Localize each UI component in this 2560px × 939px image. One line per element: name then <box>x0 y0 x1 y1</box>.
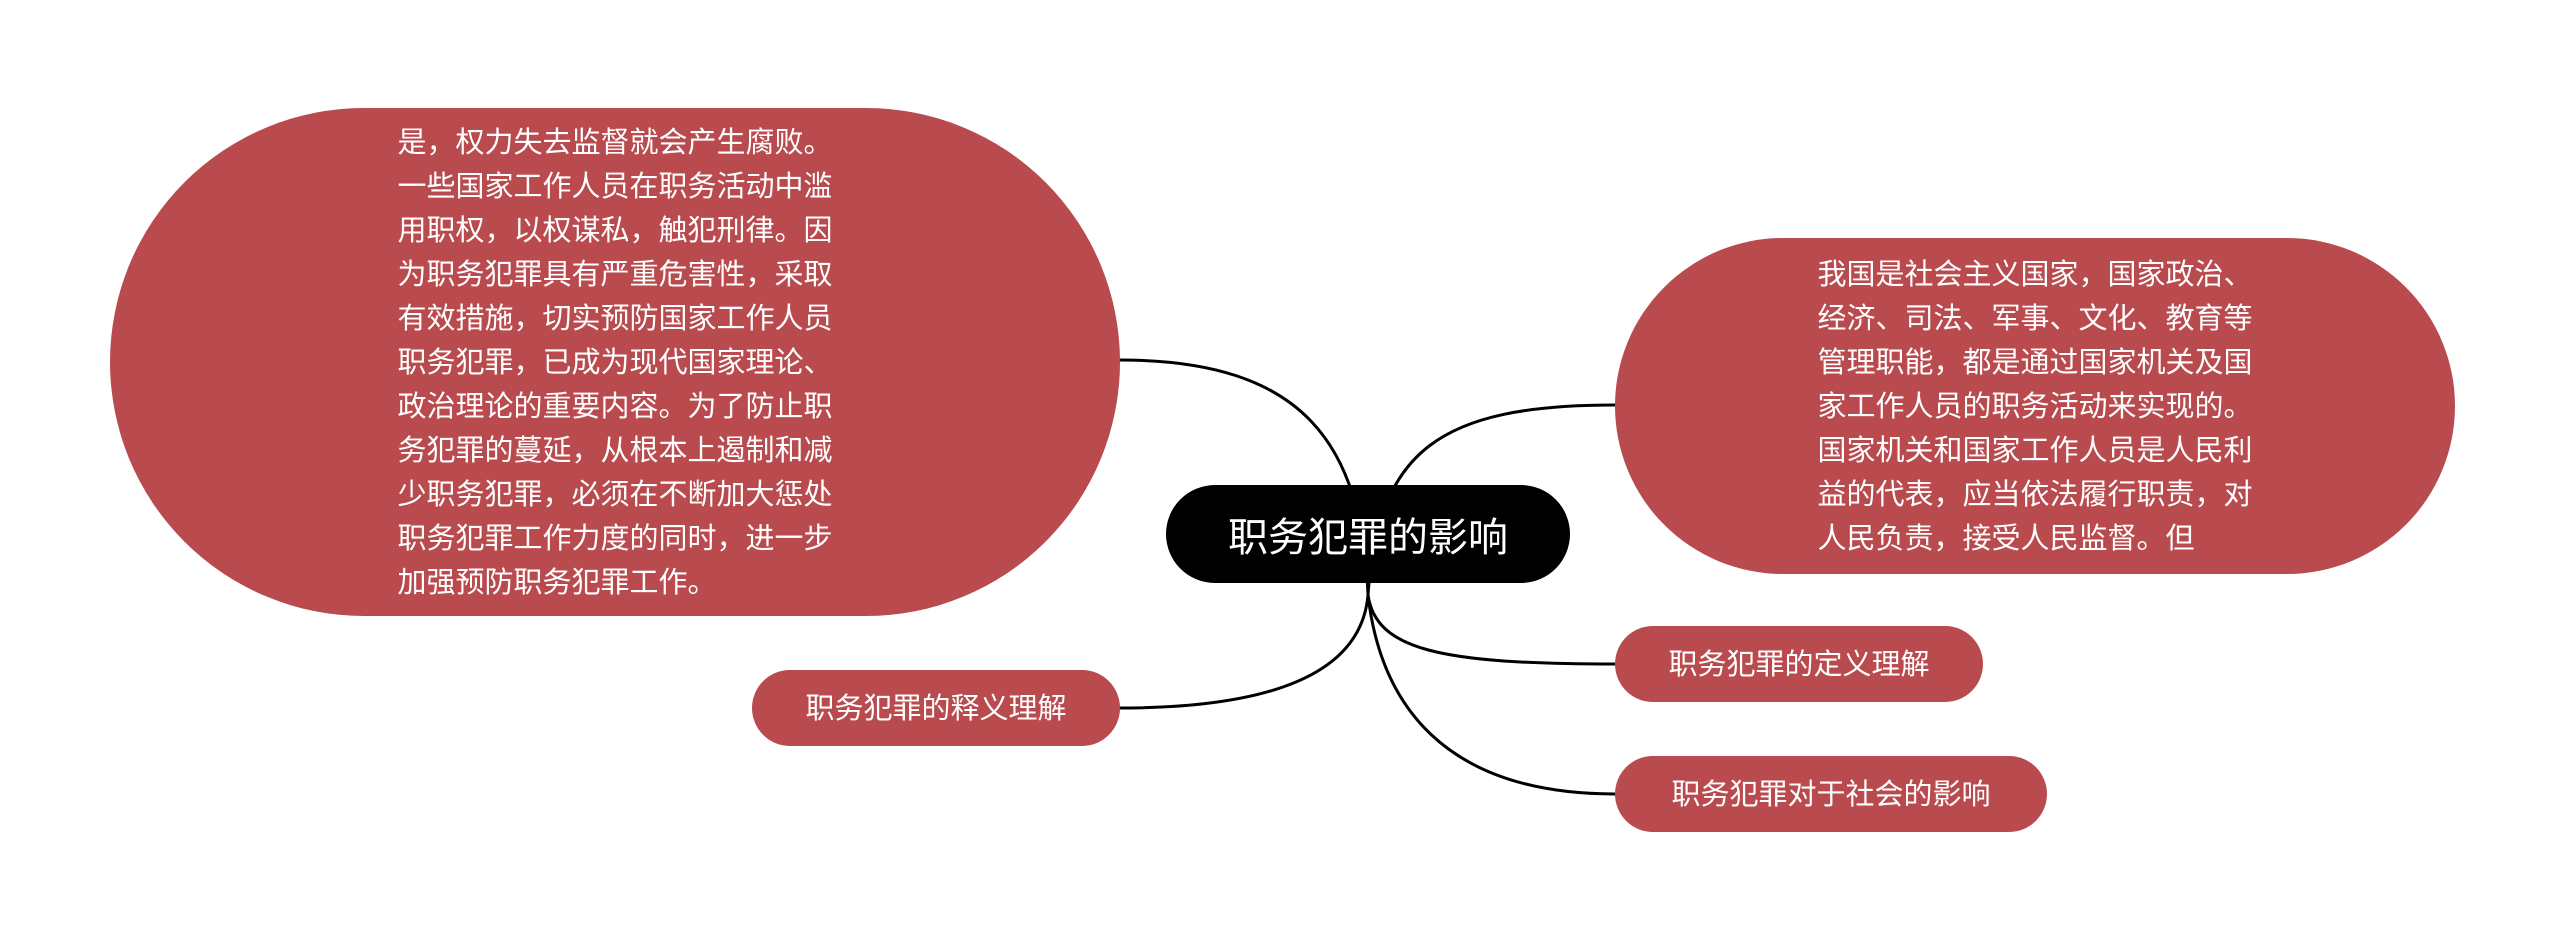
node-right-pill-2[interactable]: 职务犯罪对于社会的影响 <box>1615 756 2047 832</box>
connector-right-pill-2 <box>1366 593 1617 796</box>
node-right-pill-2-text: 职务犯罪对于社会的影响 <box>1671 777 1991 811</box>
node-right-pill-1-text: 职务犯罪的定义理解 <box>1668 647 1930 681</box>
node-right-pill-1[interactable]: 职务犯罪的定义理解 <box>1615 626 1983 702</box>
node-left-paragraph[interactable]: 是，权力失去监督就会产生腐败。 一些国家工作人员在职务活动中滥 用职权，以权谋私… <box>110 108 1120 616</box>
node-left-paragraph-text: 是，权力失去监督就会产生腐败。 一些国家工作人员在职务活动中滥 用职权，以权谋私… <box>397 125 833 599</box>
node-right-paragraph-text: 我国是社会主义国家，国家政治、 经济、司法、军事、文化、教育等 管理职能，都是通… <box>1817 257 2253 555</box>
node-left-pill-text: 职务犯罪的释义理解 <box>805 691 1067 725</box>
node-left-pill[interactable]: 职务犯罪的释义理解 <box>752 670 1120 746</box>
central-topic[interactable]: 职务犯罪的影响 <box>1166 485 1570 583</box>
node-right-paragraph[interactable]: 我国是社会主义国家，国家政治、 经济、司法、军事、文化、教育等 管理职能，都是通… <box>1615 238 2455 574</box>
connector-left-pill <box>1118 593 1370 710</box>
connector-right-pill-1 <box>1366 593 1617 666</box>
central-topic-label: 职务犯罪的影响 <box>1228 515 1508 561</box>
